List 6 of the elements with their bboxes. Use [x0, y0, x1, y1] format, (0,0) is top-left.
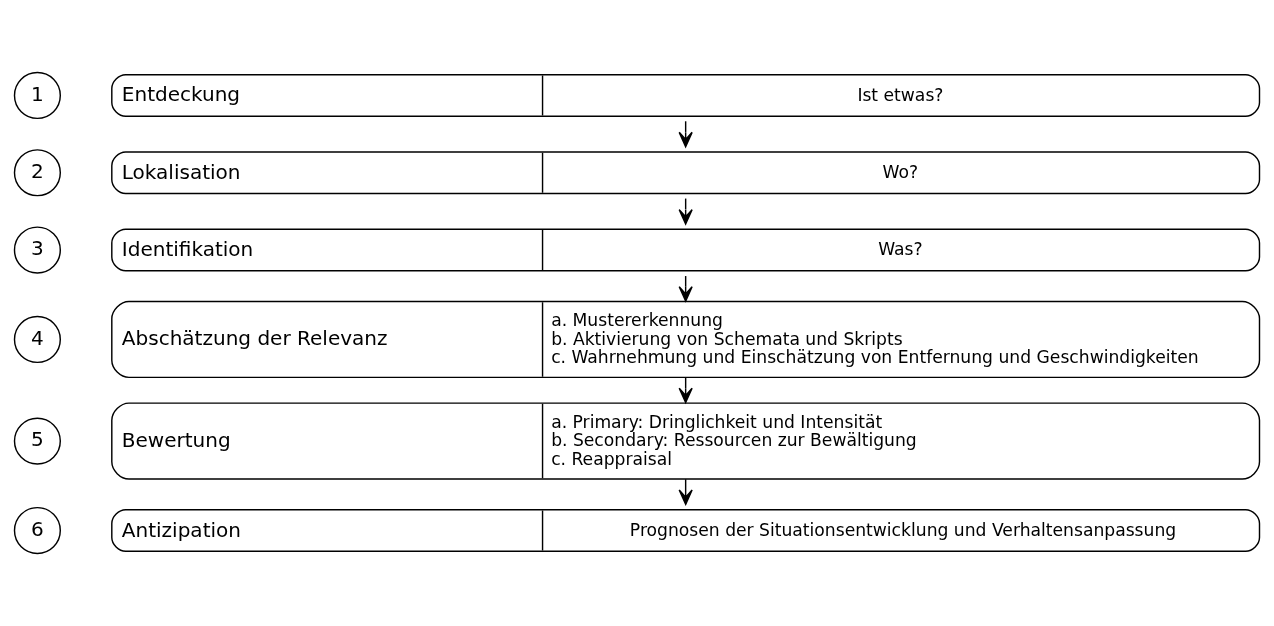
- node-circle: 6: [13, 506, 61, 555]
- node-circle: 5: [13, 417, 61, 465]
- node-circle: 2: [13, 149, 61, 197]
- node-circle: 4: [13, 315, 61, 364]
- node-circle: 3: [13, 226, 61, 274]
- node-circle: 1: [13, 71, 61, 120]
